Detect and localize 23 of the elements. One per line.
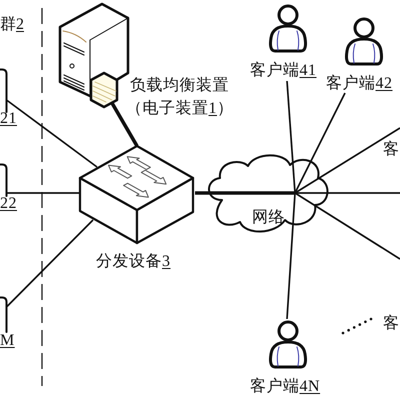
device-label: （电子装置1） bbox=[126, 100, 234, 118]
client-label: 客户端41 bbox=[250, 62, 316, 80]
connection-line bbox=[286, 192, 296, 320]
server-label: 21 bbox=[0, 110, 17, 128]
client-label: 客户端4N bbox=[250, 378, 320, 396]
connection-line bbox=[294, 192, 400, 260]
device-label: 负载均衡装置 bbox=[130, 77, 229, 95]
group-label: 群2 bbox=[0, 16, 24, 34]
client-label: 客 bbox=[383, 141, 399, 159]
network-label: 网络 bbox=[252, 209, 285, 227]
server-label: M bbox=[0, 332, 15, 350]
connection-line bbox=[6, 219, 94, 308]
connection-line bbox=[6, 99, 98, 168]
connection-line bbox=[294, 92, 346, 194]
server-label: 22 bbox=[0, 195, 17, 213]
client-label: 客 bbox=[383, 315, 399, 333]
connection-line bbox=[286, 80, 296, 194]
client-label: 客户端42 bbox=[326, 75, 392, 93]
device-label: 分发设备3 bbox=[96, 253, 170, 271]
connection-line bbox=[6, 192, 80, 194]
connection-line bbox=[110, 102, 139, 147]
connection-line bbox=[295, 192, 400, 194]
connection-line bbox=[294, 127, 400, 194]
